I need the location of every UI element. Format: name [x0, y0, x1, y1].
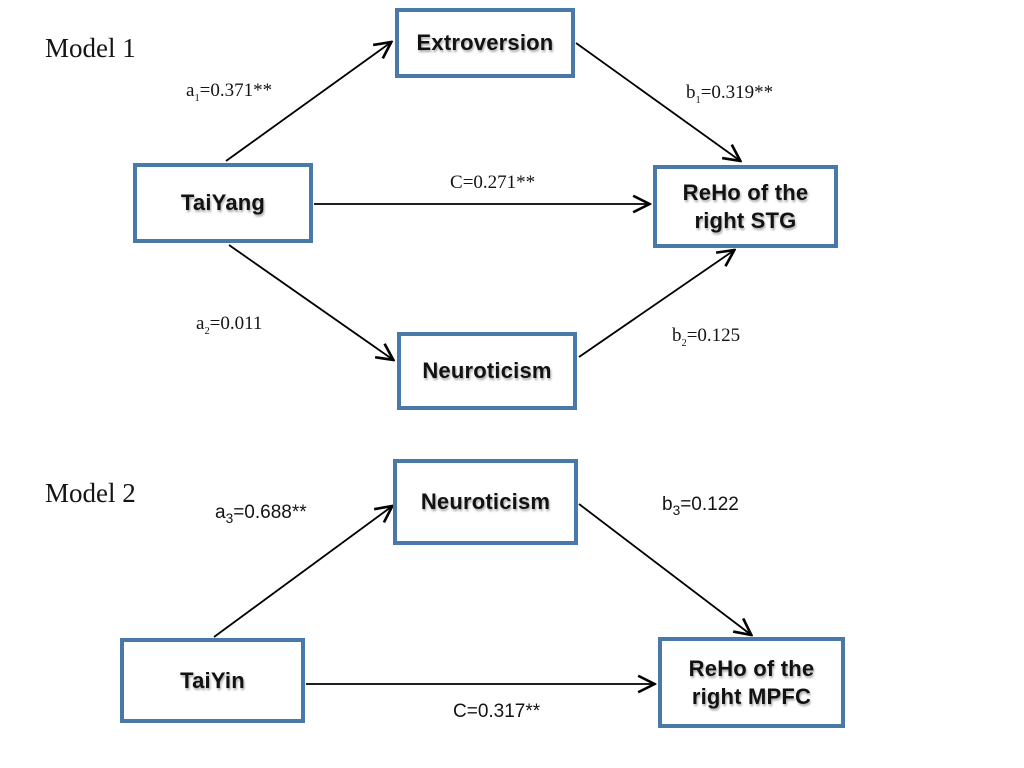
node-reho-right-mpfc: ReHo of the right MPFC	[658, 637, 845, 728]
path-label-a1: a1=0.371**	[186, 80, 273, 104]
node-extroversion: Extroversion	[395, 8, 575, 78]
path-b1-value: =0.319**	[700, 82, 774, 103]
path-c1-var: C	[450, 172, 463, 193]
node-neuroticism-model2: Neuroticism	[393, 459, 578, 545]
node-taiyin: TaiYin	[120, 638, 305, 723]
node-neuroticism-model1: Neuroticism	[397, 332, 577, 410]
path-a3-sub: 3	[225, 510, 234, 526]
path-a1-sub: 1	[194, 92, 200, 104]
node-reho-right-stg-line2: right STG	[694, 207, 797, 233]
path-b3-value: =0.122	[680, 494, 739, 515]
node-reho-right-stg: ReHo of the right STG	[653, 165, 838, 248]
path-c2-value: =0.317**	[466, 701, 541, 722]
path-b3-var: b	[662, 494, 673, 515]
path-b2-sub: 2	[681, 337, 687, 349]
node-taiyang: TaiYang	[133, 163, 313, 243]
node-reho-right-stg-line1: ReHo of the	[682, 180, 809, 205]
path-label-a3: a3=0.688**	[215, 502, 307, 526]
model2-title: Model 2	[45, 478, 136, 508]
path-b2-value: =0.125	[686, 325, 741, 346]
path-b3-sub: 3	[672, 502, 681, 518]
arrow-taiyang-to-extroversion	[225, 43, 390, 162]
path-a2-var: a	[196, 313, 205, 334]
path-a3-value: =0.688**	[233, 502, 307, 523]
path-a1-value: =0.371**	[199, 80, 273, 101]
arrow-taiyang-to-neuroticism	[228, 244, 392, 359]
node-taiyin-label: TaiYin	[180, 667, 245, 693]
node-neuroticism-model1-label: Neuroticism	[422, 358, 552, 384]
path-a3-var: a	[215, 502, 226, 523]
path-label-a2: a2=0.011	[196, 313, 263, 337]
path-c1-value: =0.271**	[462, 172, 536, 193]
model1-title: Model 1	[45, 33, 136, 63]
path-label-c-model2: C=0.317**	[453, 701, 540, 723]
node-extroversion-label: Extroversion	[416, 30, 554, 56]
node-reho-right-mpfc-line1: ReHo of the	[688, 656, 815, 681]
path-label-b1: b1=0.319**	[686, 82, 774, 106]
path-b1-sub: 1	[695, 94, 701, 106]
arrow-taiyin-to-neuroticism	[213, 507, 391, 638]
node-taiyang-label: TaiYang	[180, 190, 266, 216]
path-label-c-model1: C=0.271**	[450, 172, 535, 194]
path-label-b3: b3=0.122	[662, 494, 739, 518]
node-reho-right-mpfc-line2: right MPFC	[691, 683, 812, 709]
path-c2-var: C	[453, 701, 467, 722]
arrow-neuroticism-to-reho-mpfc	[578, 503, 750, 634]
path-a1-var: a	[186, 80, 195, 101]
path-b1-var: b	[686, 82, 696, 103]
path-b2-var: b	[672, 325, 682, 346]
path-a2-sub: 2	[204, 325, 210, 337]
path-label-b2: b2=0.125	[672, 325, 741, 349]
path-a2-value: =0.011	[209, 313, 263, 334]
node-neuroticism-model2-label: Neuroticism	[420, 489, 551, 515]
